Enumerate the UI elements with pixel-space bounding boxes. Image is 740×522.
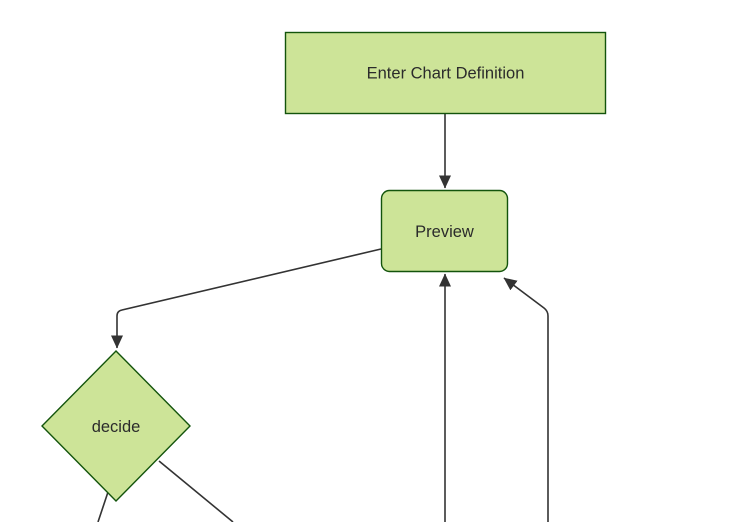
node-label-decide: decide — [92, 418, 141, 436]
edge-return-to-preview-corner — [503, 277, 549, 522]
node-label-enter-chart-definition: Enter Chart Definition — [367, 65, 525, 83]
edge-preview-to-decide — [111, 248, 382, 349]
edge-layer — [97, 113, 549, 522]
node-label-preview: Preview — [415, 223, 474, 241]
diamond-shape — [41, 350, 191, 502]
node-enter-chart-definition: Enter Chart Definition — [284, 31, 607, 115]
edge-decide-out-left — [97, 491, 109, 522]
edge-decide-out-right — [158, 460, 234, 522]
rectangle-shape — [284, 31, 607, 115]
node-preview: Preview — [380, 189, 509, 273]
node-decide: decide — [41, 350, 191, 502]
rounded-rectangle-shape — [380, 189, 509, 273]
